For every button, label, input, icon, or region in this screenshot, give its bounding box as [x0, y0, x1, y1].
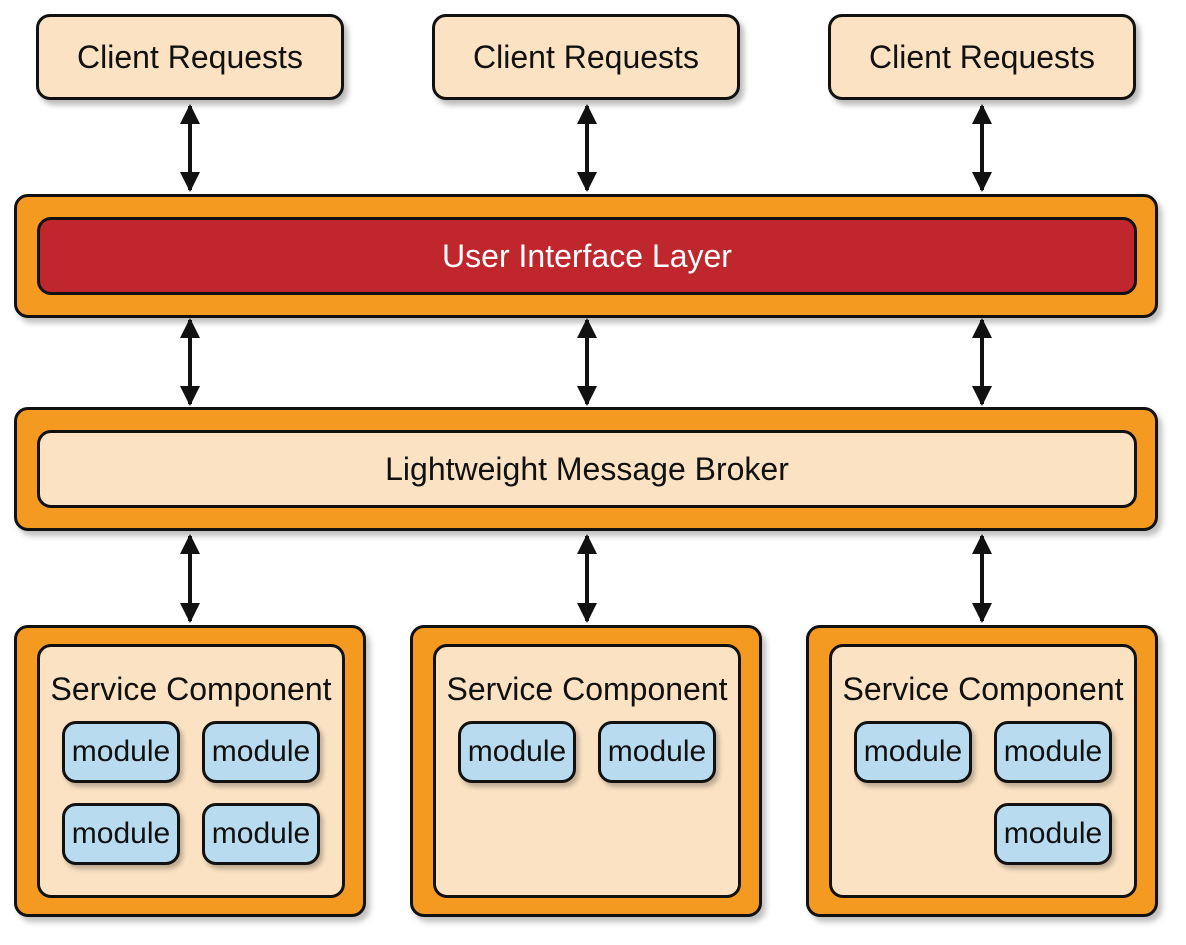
service-component-title: Service Component: [50, 671, 332, 707]
client-requests-box-2: Client Requests: [432, 14, 740, 100]
module-box: module: [598, 721, 716, 783]
ui-layer-frame: User Interface Layer: [14, 194, 1158, 318]
module-box: module: [62, 803, 180, 865]
module-box: module: [458, 721, 576, 783]
module-box: module: [62, 721, 180, 783]
client-requests-box-3: Client Requests: [828, 14, 1136, 100]
module-box: module: [202, 721, 320, 783]
client-requests-box-1: Client Requests: [36, 14, 344, 100]
service-component-frame-1: Service Component module module module m…: [14, 625, 366, 917]
user-interface-layer: User Interface Layer: [37, 217, 1137, 295]
service-component-3: Service Component module module module: [829, 644, 1137, 898]
service-component-title: Service Component: [446, 671, 728, 707]
lightweight-message-broker: Lightweight Message Broker: [37, 430, 1137, 508]
service-component-title: Service Component: [842, 671, 1124, 707]
service-component-frame-2: Service Component module module: [410, 625, 762, 917]
module-box: module: [994, 721, 1112, 783]
service-component-2: Service Component module module: [433, 644, 741, 898]
service-component-frame-3: Service Component module module module: [806, 625, 1158, 917]
broker-frame: Lightweight Message Broker: [14, 407, 1158, 531]
service-component-1: Service Component module module module m…: [37, 644, 345, 898]
module-box: module: [994, 803, 1112, 865]
module-box: module: [202, 803, 320, 865]
module-box: module: [854, 721, 972, 783]
